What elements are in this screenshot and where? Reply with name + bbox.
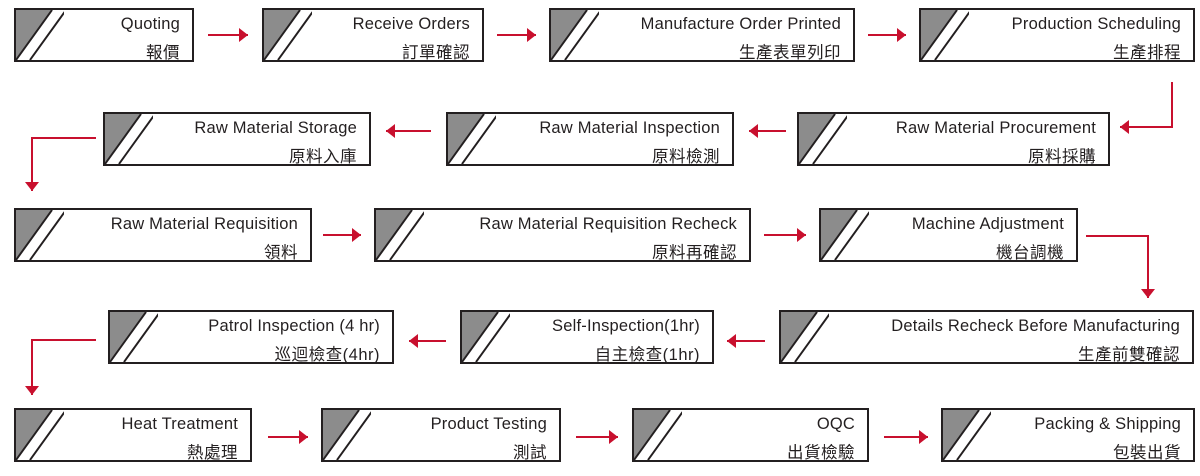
arrow-head-icon — [727, 334, 736, 348]
step-label-en: Self-Inspection(1hr) — [552, 317, 700, 335]
step-label-zh: 原料採購 — [1028, 148, 1096, 166]
step-label-en: Details Recheck Before Manufacturing — [891, 317, 1180, 335]
step-label-en: OQC — [816, 415, 855, 433]
step-tab-icon — [323, 410, 371, 460]
step-label-zh: 原料再確認 — [652, 244, 737, 262]
arrow-head-icon — [239, 28, 248, 42]
arrow-head-icon — [1141, 289, 1155, 298]
step-manufacture-order-printed: Manufacture Order Printed 生產表單列印 — [549, 8, 855, 62]
step-label-zh: 原料檢測 — [652, 148, 720, 166]
step-label-zh: 訂單確認 — [402, 44, 470, 62]
step-receive-orders: Receive Orders 訂單確認 — [262, 8, 484, 62]
step-label-zh: 出貨檢驗 — [787, 444, 855, 462]
step-tab-icon — [551, 10, 599, 60]
step-tab-icon — [821, 210, 869, 260]
step-details-recheck-before-manufacturing: Details Recheck Before Manufacturing 生產前雙… — [779, 310, 1194, 364]
step-label-en: Heat Treatment — [121, 415, 238, 433]
step-label-en: Packing & Shipping — [1034, 415, 1181, 433]
arrow-head-icon — [25, 386, 39, 395]
step-tab-icon — [943, 410, 991, 460]
step-raw-material-requisition-recheck: Raw Material Requisition Recheck 原料再確認 — [374, 208, 751, 262]
step-label-zh: 機台調機 — [996, 244, 1064, 262]
step-label-zh: 熱處理 — [187, 444, 238, 462]
step-tab-icon — [448, 114, 496, 164]
step-tab-icon — [16, 410, 64, 460]
arrow-head-icon — [749, 124, 758, 138]
step-raw-material-requisition: Raw Material Requisition 領料 — [14, 208, 312, 262]
step-label-en: Patrol Inspection (4 hr) — [208, 317, 380, 335]
step-label-en: Raw Material Storage — [194, 119, 357, 137]
flow-arrow — [31, 339, 96, 395]
step-tab-icon — [110, 312, 158, 362]
arrow-head-icon — [409, 334, 418, 348]
step-tab-icon — [16, 10, 64, 60]
arrow-head-icon — [527, 28, 536, 42]
step-label-en: Raw Material Requisition — [110, 215, 298, 233]
step-label-en: Manufacture Order Printed — [640, 15, 841, 33]
step-label-zh: 生產前雙確認 — [1078, 346, 1180, 364]
step-raw-material-procurement: Raw Material Procurement 原料採購 — [797, 112, 1110, 166]
arrow-head-icon — [797, 228, 806, 242]
flow-arrow — [1086, 235, 1149, 298]
arrow-head-icon — [919, 430, 928, 444]
step-tab-icon — [921, 10, 969, 60]
step-tab-icon — [799, 114, 847, 164]
step-tab-icon — [16, 210, 64, 260]
step-label-en: Raw Material Procurement — [895, 119, 1096, 137]
arrow-head-icon — [386, 124, 395, 138]
step-label-en: Raw Material Inspection — [539, 119, 720, 137]
arrow-head-icon — [897, 28, 906, 42]
step-self-inspection-1hr: Self-Inspection(1hr) 自主檢查(1hr) — [460, 310, 714, 364]
flow-arrow — [1120, 82, 1173, 128]
step-label-zh: 巡迴檢查(4hr) — [274, 346, 380, 364]
step-label-en: Production Scheduling — [1011, 15, 1181, 33]
step-tab-icon — [462, 312, 510, 362]
step-label-en: Quoting — [120, 15, 180, 33]
arrow-head-icon — [609, 430, 618, 444]
arrow-head-icon — [1120, 120, 1129, 134]
step-label-en: Machine Adjustment — [911, 215, 1064, 233]
step-patrol-inspection-4-hr: Patrol Inspection (4 hr) 巡迴檢查(4hr) — [108, 310, 394, 364]
step-label-en: Raw Material Requisition Recheck — [479, 215, 737, 233]
arrow-head-icon — [25, 182, 39, 191]
step-label-en: Product Testing — [430, 415, 547, 433]
flow-arrow — [31, 137, 96, 191]
step-label-zh: 測試 — [513, 444, 547, 462]
step-machine-adjustment: Machine Adjustment 機台調機 — [819, 208, 1078, 262]
step-heat-treatment: Heat Treatment 熱處理 — [14, 408, 252, 462]
step-tab-icon — [376, 210, 424, 260]
step-quoting: Quoting 報價 — [14, 8, 194, 62]
step-packing-shipping: Packing & Shipping 包裝出貨 — [941, 408, 1195, 462]
step-production-scheduling: Production Scheduling 生產排程 — [919, 8, 1195, 62]
step-label-zh: 生產排程 — [1113, 44, 1181, 62]
step-tab-icon — [105, 114, 153, 164]
step-label-zh: 原料入庫 — [289, 148, 357, 166]
step-raw-material-storage: Raw Material Storage 原料入庫 — [103, 112, 371, 166]
step-label-zh: 包裝出貨 — [1113, 444, 1181, 462]
step-product-testing: Product Testing 測試 — [321, 408, 561, 462]
step-label-zh: 領料 — [264, 244, 298, 262]
step-label-zh: 報價 — [146, 44, 180, 62]
step-tab-icon — [264, 10, 312, 60]
arrow-head-icon — [352, 228, 361, 242]
step-oqc: OQC 出貨檢驗 — [632, 408, 869, 462]
step-label-zh: 生產表單列印 — [739, 44, 841, 62]
step-label-zh: 自主檢查(1hr) — [594, 346, 700, 364]
arrow-head-icon — [299, 430, 308, 444]
step-raw-material-inspection: Raw Material Inspection 原料檢測 — [446, 112, 734, 166]
step-tab-icon — [634, 410, 682, 460]
step-label-en: Receive Orders — [352, 15, 470, 33]
step-tab-icon — [781, 312, 829, 362]
